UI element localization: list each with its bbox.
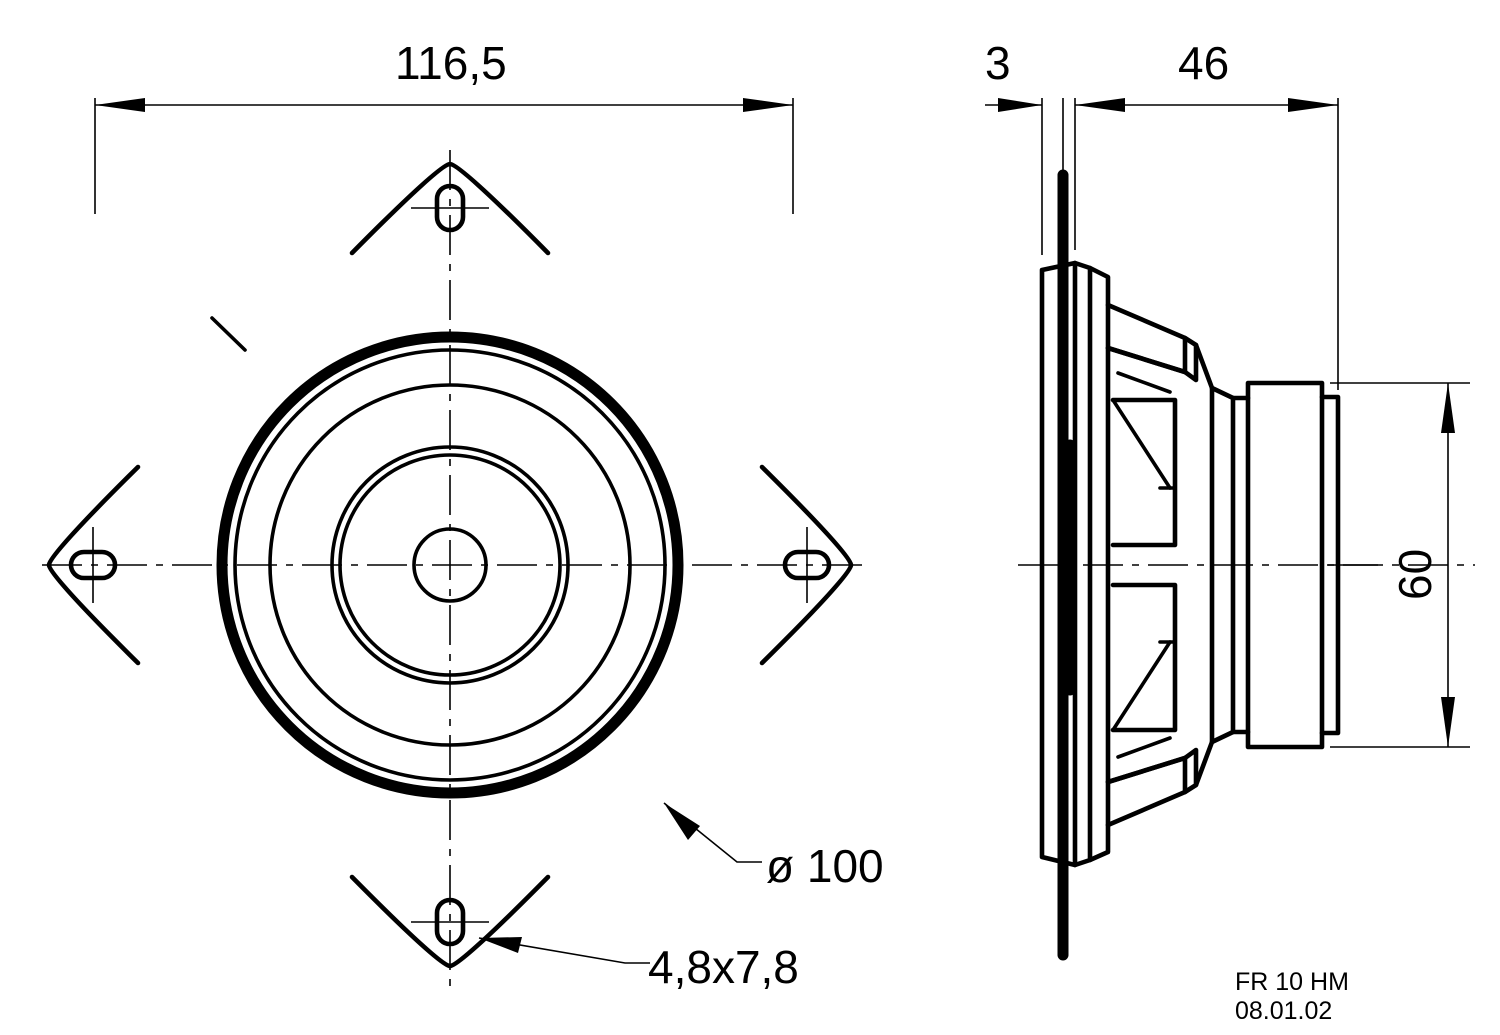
mounting-tab-bottom xyxy=(349,874,551,969)
mounting-tab-right xyxy=(759,464,854,666)
basket-window-upper xyxy=(1110,397,1178,548)
rim-tick-mark xyxy=(210,316,247,352)
diameter-callout-leader xyxy=(663,802,762,863)
dimension-label-depth: 46 xyxy=(1178,37,1230,89)
basket-window-lower xyxy=(1110,582,1178,733)
dimension-label-magnet-diameter: 60 xyxy=(1389,548,1441,600)
dimension-46 xyxy=(1075,98,1338,112)
dimension-60 xyxy=(1328,382,1470,748)
basket-struts-upper xyxy=(1105,302,1199,394)
dimension-label-overall-width: 116,5 xyxy=(395,37,507,89)
cone-inner-circle xyxy=(330,445,570,685)
basket-rim xyxy=(1087,265,1111,863)
dustcap-outer-circle xyxy=(338,453,562,677)
dustcap-center-circle xyxy=(412,527,488,603)
magnet-body xyxy=(1245,380,1325,750)
basket-neck xyxy=(1209,385,1236,745)
cone-outer-circle xyxy=(268,383,632,747)
dimension-3 xyxy=(985,98,1042,112)
speaker-outer-rim xyxy=(216,331,684,799)
slot-callout-leader xyxy=(478,937,650,964)
title-block-drawing-number: 08.01.02 xyxy=(1235,997,1333,1025)
mounting-tab-left xyxy=(46,464,141,666)
slot-center-marks xyxy=(92,207,808,923)
side-view xyxy=(985,98,1475,961)
front-view xyxy=(42,98,862,990)
dimension-label-flange-thickness: 3 xyxy=(985,37,1011,89)
callout-label-mounting-slot: 4,8x7,8 xyxy=(648,941,799,993)
surround-inner-circle xyxy=(233,348,667,782)
mounting-tab-top xyxy=(349,161,551,256)
dimension-116-5 xyxy=(94,98,794,214)
basket-taper xyxy=(1193,342,1215,788)
callout-label-cutout-diameter: ø 100 xyxy=(766,840,884,892)
basket-struts-lower xyxy=(1105,736,1199,828)
title-block-model: FR 10 HM xyxy=(1235,968,1349,996)
